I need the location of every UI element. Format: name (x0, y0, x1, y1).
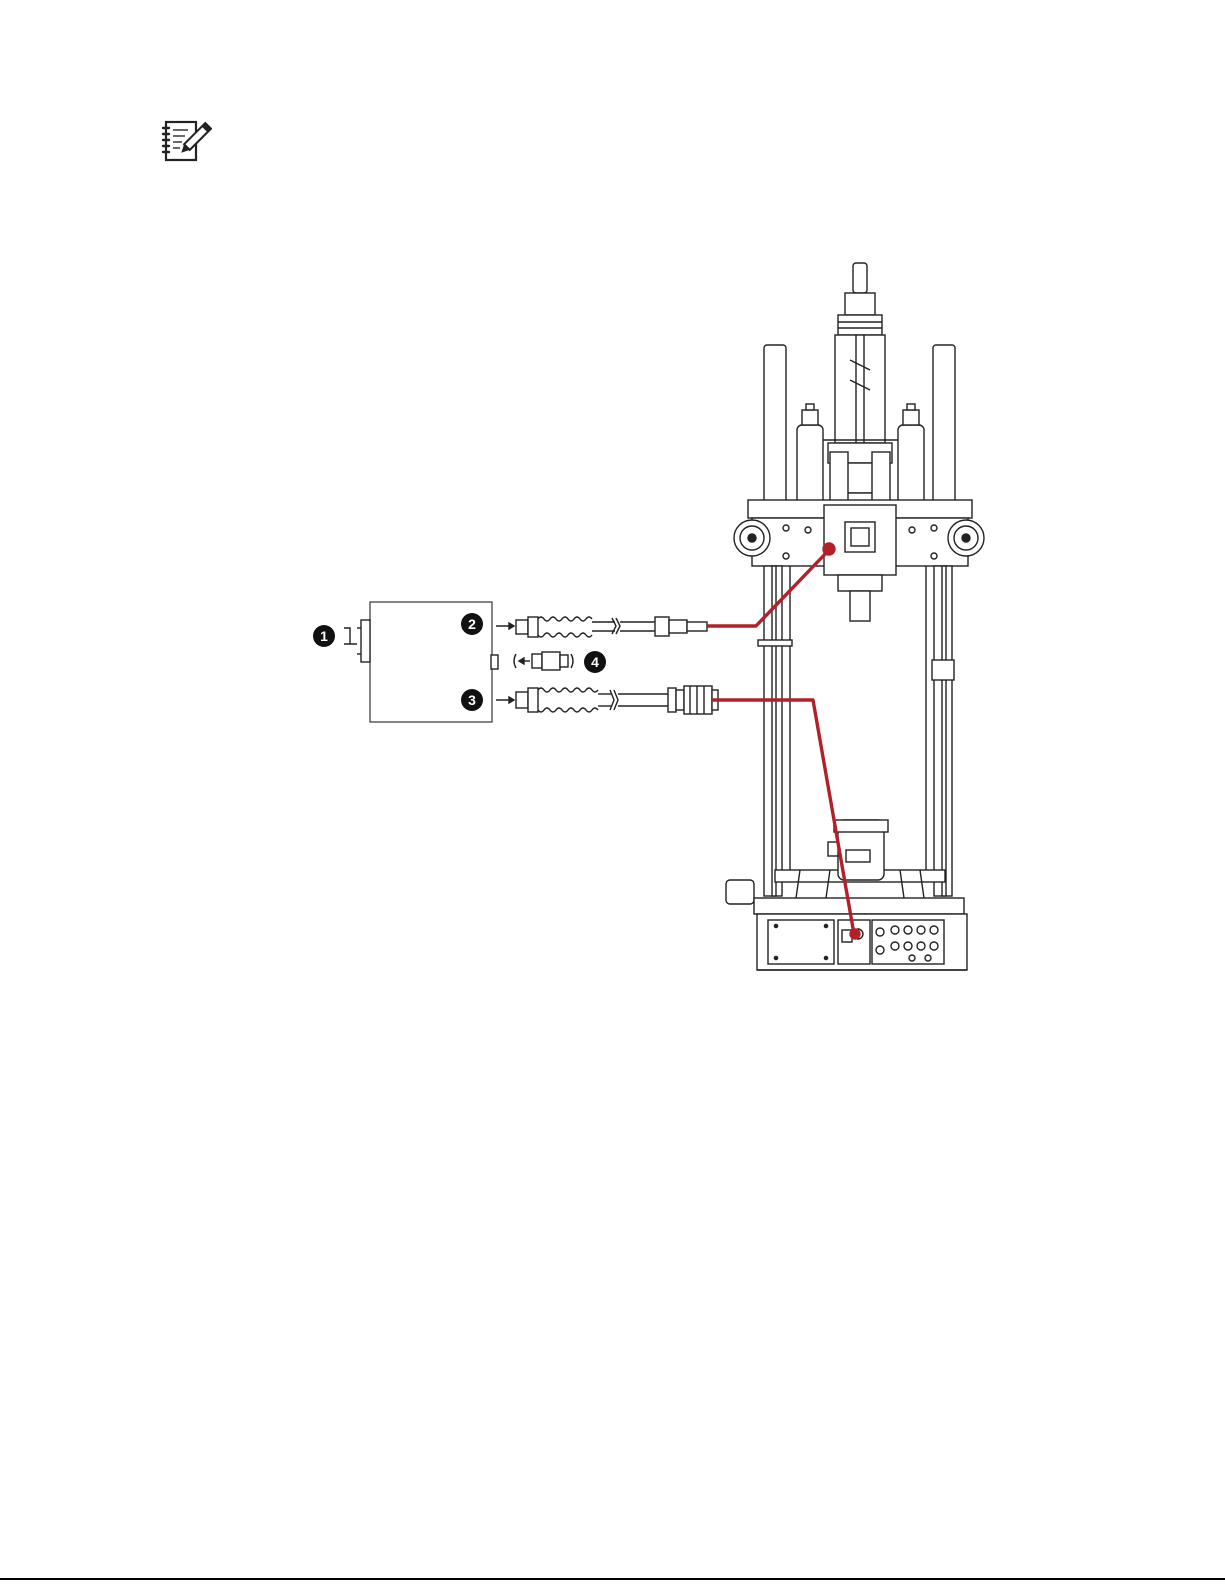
page-footer-rule (0, 1578, 1225, 1580)
connector-4-assembly (514, 652, 573, 670)
cable-2-assembly (496, 617, 707, 637)
callout-3: 3 (461, 689, 483, 711)
cable-3-assembly (496, 686, 718, 714)
callout-2: 2 (461, 613, 483, 635)
callout-4: 4 (584, 651, 606, 673)
callout-1: 1 (313, 625, 335, 647)
